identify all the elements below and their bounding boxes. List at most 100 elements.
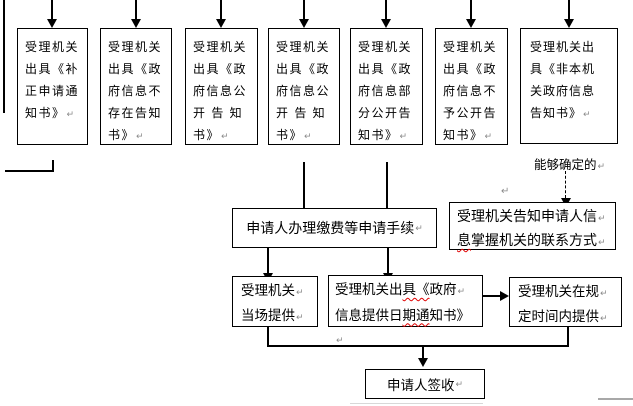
paragraph-mark: ↵ xyxy=(501,186,510,197)
paragraph-mark: ↵ xyxy=(296,287,304,297)
paragraph-mark: ↵ xyxy=(583,109,591,119)
top-arrow-shaft-2 xyxy=(135,0,137,19)
box-line: 分公开告 xyxy=(358,106,413,120)
dashed-arrow-shaft xyxy=(565,171,566,198)
left-edge-line xyxy=(3,0,5,113)
box-line: 存在告知 xyxy=(108,106,163,120)
box-line: 受理机关 xyxy=(25,40,80,54)
box-apply-procedures-label: 申请人办理缴费等申请手续 xyxy=(246,220,415,236)
box-line: 出具《政 xyxy=(443,62,498,76)
paragraph-mark: ↵ xyxy=(415,222,423,233)
box-line: 受理机关 xyxy=(193,40,248,54)
top-arrow-shaft-4 xyxy=(303,0,305,19)
top-arrow-shaft-5 xyxy=(385,0,387,19)
faint-document-line xyxy=(350,403,483,404)
paragraph-mark: ↵ xyxy=(457,286,466,296)
paragraph-mark: ↵ xyxy=(600,313,608,323)
box-line: 具《非本机 xyxy=(530,62,596,76)
top-arrow-shaft-3 xyxy=(220,0,222,19)
box-partial-disclosure: 受理机关 出具《政 府信息部 分公开告 知书》↵ xyxy=(350,28,423,145)
box-line: 出具《政 xyxy=(358,62,413,76)
paragraph-mark: ↵ xyxy=(399,131,408,141)
box-line: 受理机关出具《政府↵ xyxy=(335,282,466,297)
top-arrowhead-7 xyxy=(564,19,574,28)
box-applicant-sign: 申请人签收↵ xyxy=(365,369,485,399)
top-arrowhead-5 xyxy=(381,19,391,28)
box-line: 书》↵ xyxy=(276,128,312,142)
paragraph-mark: ↵ xyxy=(136,131,144,141)
box-contact-info: 受理机关告知申请人信↵ 息掌握机关的联系方式↵ xyxy=(449,202,616,250)
onsite-down-line xyxy=(267,327,269,346)
box-line: 出具《补 xyxy=(25,62,80,76)
paragraph-mark: ↵ xyxy=(455,378,464,389)
arrow-to-apply-shaft-1 xyxy=(303,162,305,210)
top-arrow-shaft-1 xyxy=(51,0,53,19)
can-determine-label: 能够确定的↵ xyxy=(534,158,606,172)
arrow-to-timed-shaft xyxy=(483,295,500,297)
box-disclosure-notice-b: 受理机关 出具《政 府信息公 开 告 知 书》↵ xyxy=(268,28,340,145)
top-arrowhead-1 xyxy=(47,19,57,28)
box-disclosure-notice-a: 受理机关 出具《政 府信息公 开 告 知 书》↵ xyxy=(185,28,258,145)
box-line: 知书》↵ xyxy=(25,106,75,120)
box-applicant-sign-label: 申请人签收 xyxy=(386,378,455,393)
paragraph-mark: ↵ xyxy=(296,312,304,322)
left-bracket-tick xyxy=(52,160,54,172)
box-line: 出具《政 xyxy=(276,62,331,76)
top-arrowhead-4 xyxy=(299,19,309,28)
paragraph-mark: ↵ xyxy=(221,131,229,141)
box-line: 受理机关 xyxy=(276,40,331,54)
box-line: 府信息不 xyxy=(108,84,163,98)
box-line: 出具《政 xyxy=(108,62,163,76)
box-line: 书》↵ xyxy=(193,128,229,142)
paragraph-mark: ↵ xyxy=(66,109,75,119)
box-line: 受理机关告知申请人信↵ xyxy=(457,208,606,224)
box-line: 出具《政 xyxy=(193,62,248,76)
paragraph-mark: ↵ xyxy=(600,288,608,298)
box-date-notice: 受理机关出具《政府↵ 信息提供日期通知书》↵ xyxy=(328,275,483,345)
spellcheck-underline: 期通 xyxy=(402,307,430,323)
box-line: 关政府信息 xyxy=(530,84,596,98)
top-arrowhead-2 xyxy=(131,19,141,28)
timed-down-line xyxy=(567,327,569,346)
box-line: 定时间内提供↵ xyxy=(518,309,608,324)
left-bracket-line xyxy=(5,170,53,172)
box-timed-provide: 受理机关在规↵ 定时间内提供↵ xyxy=(509,277,622,327)
box-line: 正申请通 xyxy=(25,84,80,98)
paragraph-mark: ↵ xyxy=(598,237,606,247)
paragraph-mark: ↵ xyxy=(597,161,606,171)
paragraph-mark: ↵ xyxy=(598,213,606,223)
box-line: 息掌握机关的联系方式↵ xyxy=(457,232,606,248)
spellcheck-underline: 具《 xyxy=(402,282,430,297)
box-line: 开 告 知 xyxy=(193,106,244,120)
box-correction-notice: 受理机关 出具《补 正申请通 知书》↵ xyxy=(17,28,88,145)
box-line: 书》↵ xyxy=(108,128,144,142)
box-line: 受理机关 xyxy=(358,40,413,54)
box-line: 府信息公 xyxy=(276,84,331,98)
box-line: 受理机关 xyxy=(108,40,163,54)
top-arrowhead-3 xyxy=(216,19,226,28)
box-line: 受理机关 xyxy=(443,40,498,54)
box-line: 信息提供日期通知书》↵ xyxy=(335,307,470,346)
box-line: 告知书》↵ xyxy=(530,106,591,120)
box-line: 府信息部 xyxy=(358,84,413,98)
box-line: 受理机关出 xyxy=(530,40,596,54)
paragraph-mark: ↵ xyxy=(484,131,493,141)
box-line: 知书》↵ xyxy=(358,128,408,142)
arrow-to-sign-shaft xyxy=(422,346,424,358)
box-line: 予公开告 xyxy=(443,106,498,120)
arrow-to-apply-shaft-2 xyxy=(386,162,388,210)
box-not-this-agency: 受理机关出 具《非本机 关政府信息 告知书》↵ xyxy=(520,28,618,144)
top-arrow-shaft-6 xyxy=(470,0,472,19)
top-arrowhead-6 xyxy=(466,19,476,28)
box-line: 府信息公 xyxy=(193,84,248,98)
spellcheck-underline: 息 xyxy=(457,232,471,248)
box-line: 府信息不 xyxy=(443,84,498,98)
box-line: 受理机关在规↵ xyxy=(518,284,608,299)
box-line: 当场提供↵ xyxy=(241,308,304,323)
merge-line xyxy=(267,345,569,347)
box-onsite-provide: 受理机关↵ 当场提供↵ xyxy=(232,276,318,327)
arrow-to-date-shaft xyxy=(387,248,389,273)
arrow-to-sign-head xyxy=(418,358,428,367)
top-arrow-shaft-7 xyxy=(568,0,570,19)
